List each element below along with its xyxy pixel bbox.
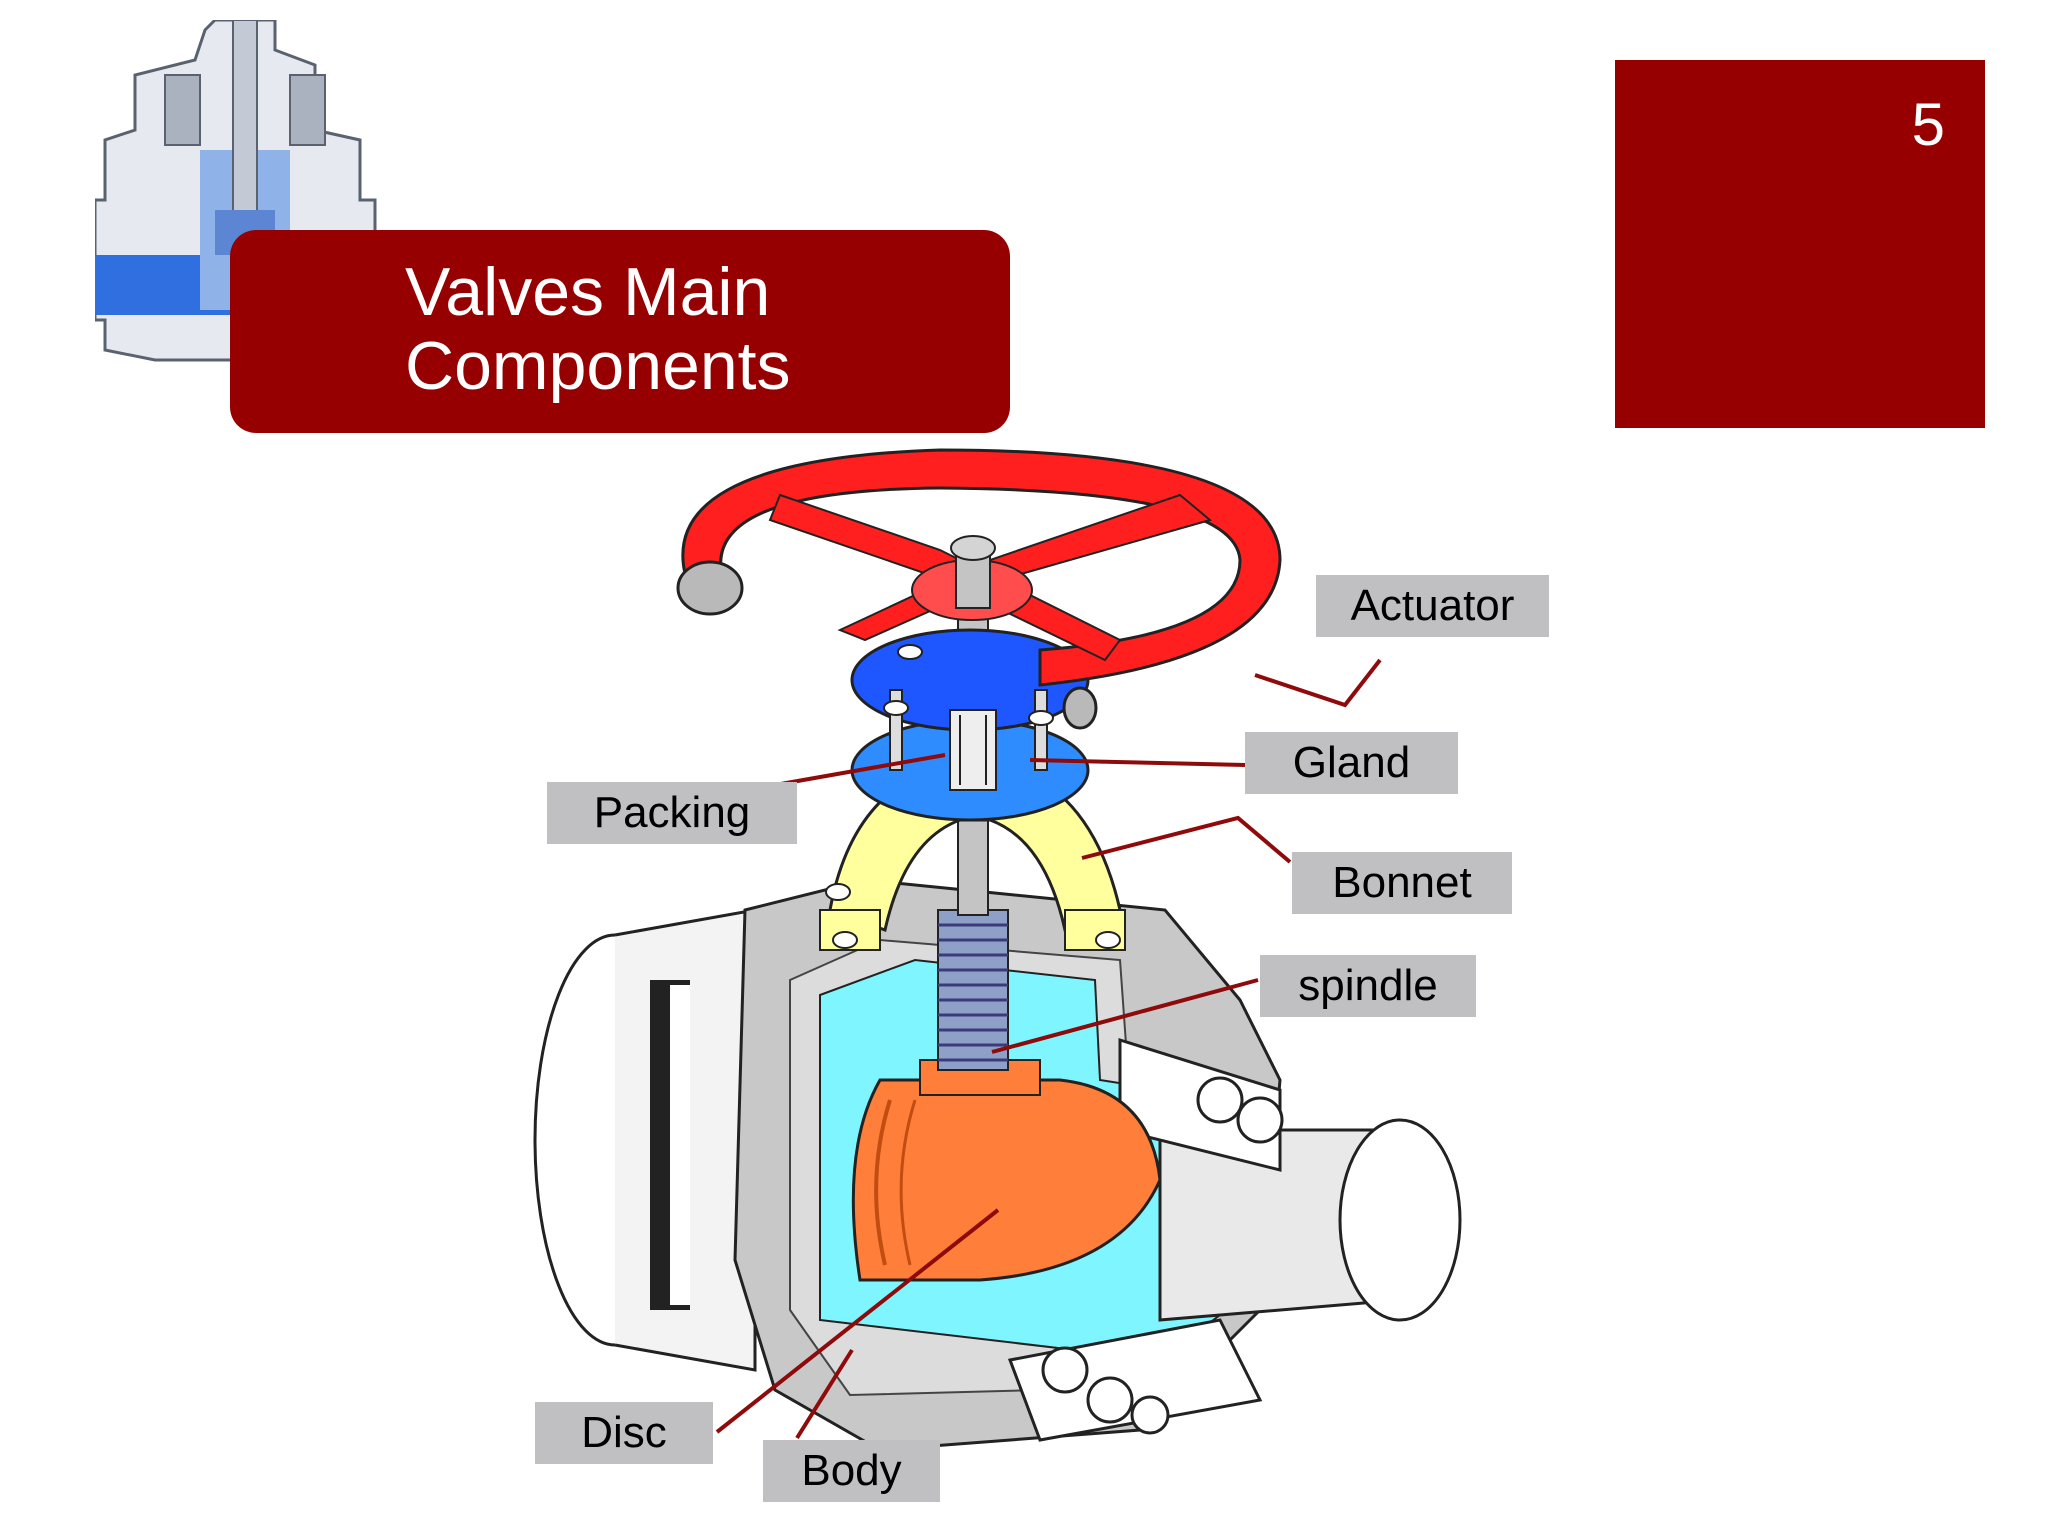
packing-shape	[949, 709, 997, 791]
label-packing: Packing	[547, 782, 797, 844]
handwheel	[676, 448, 1282, 730]
slide-title-line-1: Valves Main	[405, 254, 771, 330]
right-pipe	[1007, 1037, 1462, 1442]
label-body: Body	[763, 1440, 940, 1502]
label-disc: Disc	[535, 1402, 713, 1464]
label-actuator: Actuator	[1316, 575, 1549, 637]
title-banner	[230, 230, 1010, 433]
slide-title-line-2: Components	[405, 328, 791, 404]
page-number-box: 5	[1615, 60, 1985, 428]
slide-title: Valves Main Components	[405, 255, 1005, 403]
left-pipe	[533, 908, 757, 1372]
globe-valve-cutaway-diagram	[533, 448, 1462, 1452]
label-bonnet: Bonnet	[1292, 852, 1512, 914]
page-number: 5	[1911, 91, 1945, 158]
label-gland: Gland	[1245, 732, 1458, 794]
label-spindle: spindle	[1260, 955, 1476, 1017]
